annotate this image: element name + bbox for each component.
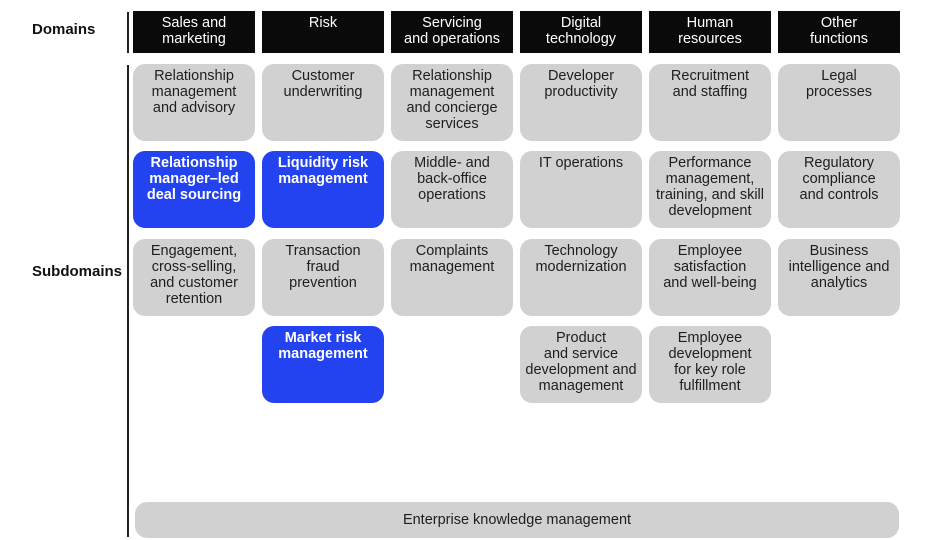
subdomains-divider bbox=[127, 65, 129, 537]
subdomain-cell-highlighted: Market risk management bbox=[262, 326, 384, 403]
subdomain-cell: Recruitment and staffing bbox=[649, 64, 771, 141]
domain-servicing-and-operations: Servicing and operations bbox=[391, 11, 513, 53]
domain-human-resources: Human resources bbox=[649, 11, 771, 53]
subdomain-cell: Engagement, cross-selling, and customer … bbox=[133, 239, 255, 316]
domain-sales-and-marketing: Sales and marketing bbox=[133, 11, 255, 53]
subdomain-cell: Employee development for key role fulfil… bbox=[649, 326, 771, 403]
domains-divider bbox=[127, 12, 129, 53]
subdomain-cell: Developer productivity bbox=[520, 64, 642, 141]
subdomain-cell: Middle- and back-office operations bbox=[391, 151, 513, 228]
subdomain-cell: Transaction fraud prevention bbox=[262, 239, 384, 316]
subdomain-cell: Complaints management bbox=[391, 239, 513, 316]
subdomain-cell: Regulatory compliance and controls bbox=[778, 151, 900, 228]
domain-risk: Risk bbox=[262, 11, 384, 53]
subdomains-row-label: Subdomains bbox=[32, 263, 123, 280]
subdomain-cell: Technology modernization bbox=[520, 239, 642, 316]
subdomain-cell: Relationship management and advisory bbox=[133, 64, 255, 141]
enterprise-knowledge-management-bar: Enterprise knowledge management bbox=[135, 502, 899, 538]
subdomain-cell-highlighted: Relationship manager–led deal sourcing bbox=[133, 151, 255, 228]
subdomain-cell: IT operations bbox=[520, 151, 642, 228]
subdomain-cell: Employee satisfaction and well-being bbox=[649, 239, 771, 316]
domains-row-label: Domains bbox=[32, 21, 96, 38]
subdomain-cell: Product and service development and mana… bbox=[520, 326, 642, 403]
subdomain-cell: Performance management, training, and sk… bbox=[649, 151, 771, 228]
subdomain-cell: Customer underwriting bbox=[262, 64, 384, 141]
domain-other-functions: Other functions bbox=[778, 11, 900, 53]
subdomain-cell-highlighted: Liquidity risk management bbox=[262, 151, 384, 228]
domain-digital-technology: Digital technology bbox=[520, 11, 642, 53]
subdomain-cell: Legal processes bbox=[778, 64, 900, 141]
subdomain-cell: Relationship management and concierge se… bbox=[391, 64, 513, 141]
subdomain-cell: Business intelligence and analytics bbox=[778, 239, 900, 316]
